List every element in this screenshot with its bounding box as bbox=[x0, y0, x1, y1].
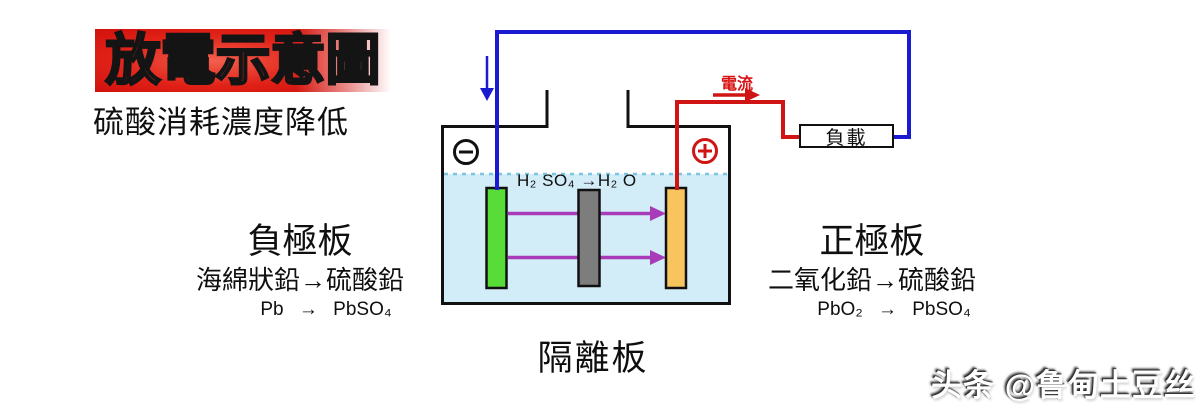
negative-plate bbox=[485, 186, 508, 290]
red-arrow-head bbox=[745, 88, 760, 102]
separator-label: 隔離板 bbox=[537, 339, 649, 378]
current-direction-arrow bbox=[713, 88, 760, 102]
negative-wire-direction-arrow bbox=[480, 56, 494, 101]
separator-plate bbox=[577, 188, 601, 288]
ion-arrow-bottom-head bbox=[650, 250, 666, 265]
positive-plate-name: 正極板 bbox=[819, 222, 925, 261]
negative-wire bbox=[495, 30, 911, 190]
current-label: 電流 bbox=[720, 76, 753, 93]
negative-plate-annotation: 負極板 海綿狀鉛→硫酸鉛 Pb → PbSO₄ bbox=[175, 222, 425, 321]
positive-plate-reaction: 二氧化鉛→硫酸鉛 bbox=[767, 264, 976, 295]
load-box: 負載 bbox=[799, 124, 894, 149]
negative-terminal-icon bbox=[453, 139, 479, 165]
load-label: 負載 bbox=[825, 127, 868, 149]
positive-terminal-icon bbox=[692, 138, 718, 164]
watermark: 头条 @鲁甸土豆丝 bbox=[931, 368, 1196, 403]
positive-plate-formula: PbO₂ → PbSO₄ bbox=[817, 299, 971, 321]
negative-plate-reaction: 海綿狀鉛→硫酸鉛 bbox=[195, 264, 404, 295]
battery-case-outline bbox=[441, 90, 731, 305]
positive-plate-annotation: 正極板 二氧化鉛→硫酸鉛 PbO₂ → PbSO₄ bbox=[747, 222, 997, 321]
negative-plate-name: 負極板 bbox=[247, 222, 353, 261]
negative-plate-formula: Pb → PbSO₄ bbox=[260, 299, 392, 321]
page-subtitle: 硫酸消耗濃度降低 bbox=[93, 105, 349, 140]
title-banner: 放電示意圖 bbox=[95, 29, 391, 92]
page-title: 放電示意圖 bbox=[104, 29, 381, 91]
positive-plate bbox=[664, 186, 688, 290]
electrolyte-reaction-label: H₂ SO₄ →H₂ O bbox=[517, 171, 637, 190]
ion-arrow-top-head bbox=[650, 206, 666, 221]
positive-wire bbox=[675, 100, 800, 190]
blue-arrow-head bbox=[480, 88, 494, 101]
